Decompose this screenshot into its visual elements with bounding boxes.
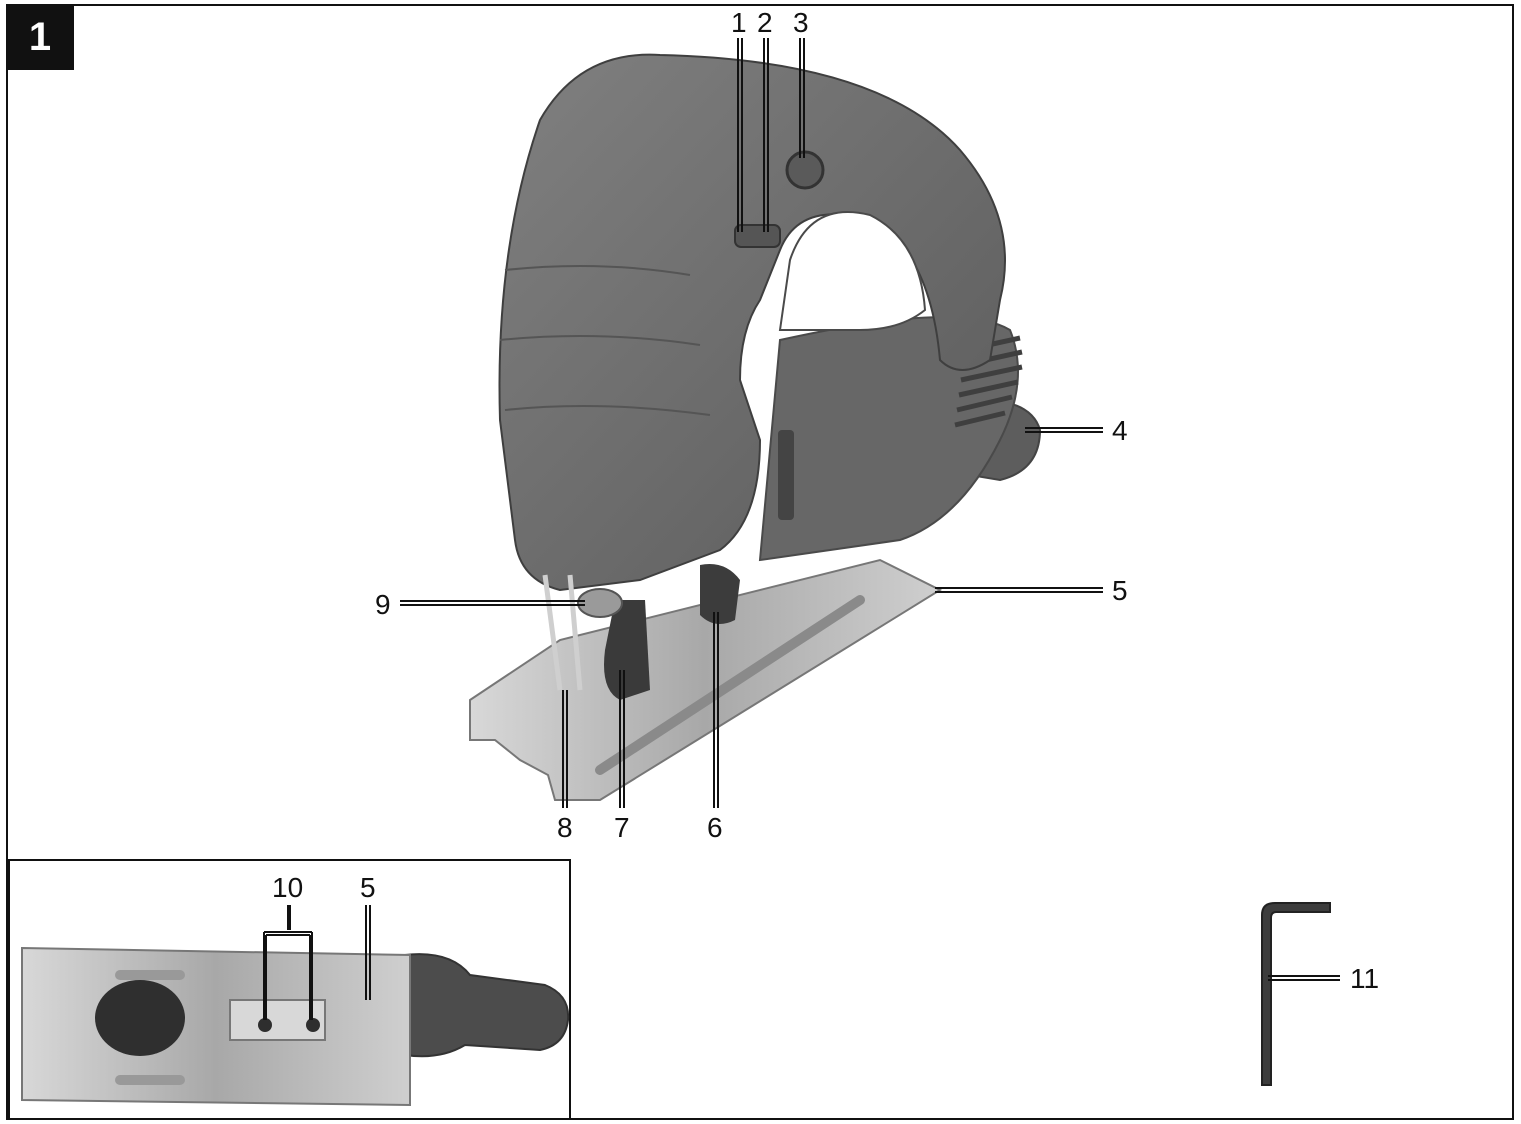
callout-2: 2 xyxy=(757,7,773,38)
inset-slot-top xyxy=(115,970,185,980)
callout-8: 8 xyxy=(557,812,573,843)
handle-opening xyxy=(778,211,927,331)
figure-number-badge: 1 xyxy=(6,4,74,70)
inset-adjust-block xyxy=(229,999,326,1041)
callout-1: 1 xyxy=(731,7,747,38)
callout-10: 10 xyxy=(272,872,303,903)
pendulum-lever xyxy=(700,564,740,624)
chip-guard xyxy=(542,574,583,691)
jigsaw-illustration xyxy=(469,53,1042,801)
inset-slot-bottom xyxy=(115,1075,185,1085)
base-plate-slot xyxy=(595,595,865,775)
speed-dial xyxy=(778,430,794,520)
hex-key xyxy=(1261,902,1340,1086)
callout-7: 7 xyxy=(614,812,630,843)
figure-frame xyxy=(6,4,1514,1120)
front-ridges xyxy=(499,265,711,416)
inset-illustration xyxy=(21,946,570,1107)
inset-screw-left xyxy=(258,1018,272,1032)
guide-roller xyxy=(577,588,623,618)
inset-screw-right xyxy=(306,1018,320,1032)
vent-slots xyxy=(954,335,1023,428)
callout-3: 3 xyxy=(793,7,809,38)
callout-9: 9 xyxy=(375,589,391,620)
callout-11: 11 xyxy=(1350,963,1379,994)
callout-6: 6 xyxy=(707,812,723,843)
inset-leader-lines xyxy=(263,905,371,1020)
hex-key-shape xyxy=(1261,902,1331,1086)
blade-clamp xyxy=(604,600,650,700)
callout-5-inset: 5 xyxy=(360,872,376,903)
leader-lines xyxy=(400,38,1103,808)
inset-blade-opening xyxy=(95,980,185,1056)
callout-4: 4 xyxy=(1112,415,1128,446)
inset-dust-port xyxy=(404,953,570,1058)
inset-base-plate xyxy=(21,946,411,1107)
callout-5: 5 xyxy=(1112,575,1128,606)
